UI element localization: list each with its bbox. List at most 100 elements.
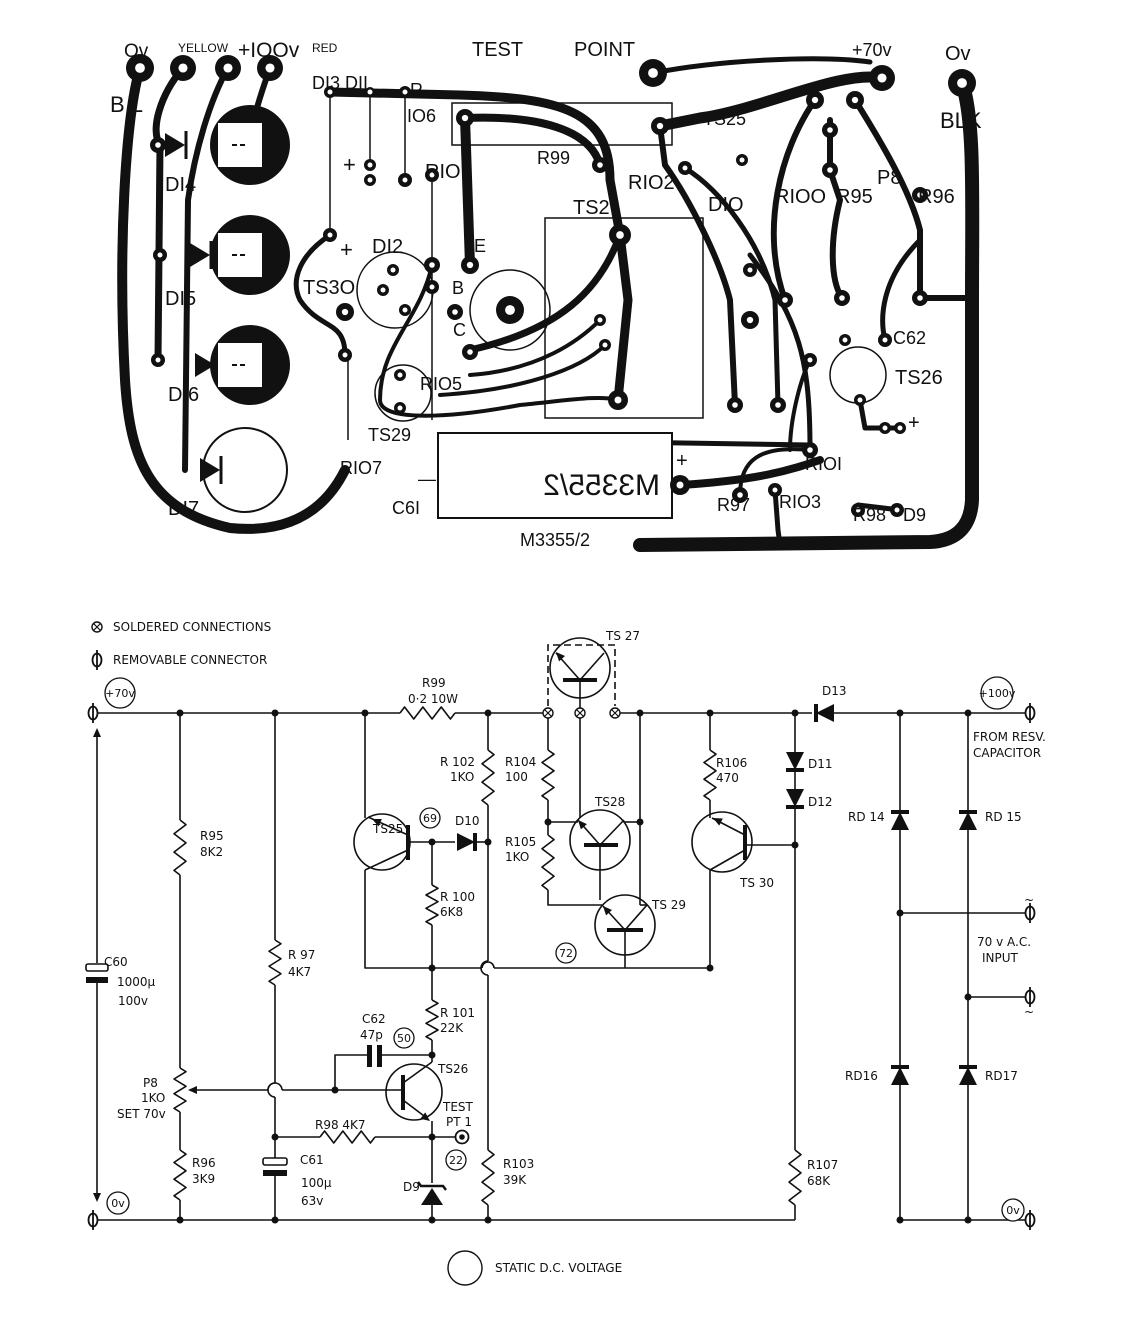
p8-potentiometer [173, 1067, 187, 1113]
schematic-label-r101: R 101 [440, 1006, 475, 1020]
voltage-value-v69: 69 [423, 812, 437, 825]
pad-hole [732, 402, 738, 408]
d15-trace [182, 65, 231, 473]
ts28-emitter-arrow-icon [578, 820, 587, 830]
ts25-collector [364, 849, 409, 871]
c61-body-outline [437, 432, 673, 519]
d12-diode [786, 789, 804, 807]
junction-dot [896, 709, 904, 717]
schematic-label-input: INPUT [982, 951, 1019, 965]
junction-dot [428, 838, 436, 846]
schematic-label-r98: R98 4K7 [315, 1118, 366, 1132]
ts29-collector [624, 904, 648, 931]
schematic-label-r96-val: 3K9 [192, 1172, 215, 1186]
schematic-label-r99: R99 [422, 676, 446, 690]
pad-hole [877, 73, 887, 83]
diode-symbol [165, 133, 185, 157]
pcb-label-d15: DI5 [165, 288, 196, 310]
legend-static-dc-voltage: STATIC D.C. VOLTAGE [495, 1261, 622, 1275]
pcb-label-plus-d: + [908, 412, 920, 434]
junction-dot [791, 841, 799, 849]
pad-hole [807, 447, 813, 453]
plus70v-trace [654, 71, 888, 132]
pad-hole [452, 309, 458, 315]
junction-dot [706, 709, 714, 717]
voltage-value-v22: 22 [449, 1154, 463, 1167]
r106-resistor [703, 749, 717, 801]
pcb-label-r102: RIO2 [628, 172, 675, 194]
pad-hole [597, 317, 603, 323]
schematic-label-r101-val: 22K [440, 1021, 464, 1035]
ts30-transistor [691, 811, 753, 873]
ts27-collector [579, 652, 605, 681]
ts30-trace [293, 232, 348, 358]
schematic-label-r100-val: 6K8 [440, 905, 463, 919]
ts27-offboard-outline [547, 644, 616, 706]
test-point-dot [459, 1134, 465, 1140]
pcb-label-red: RED [312, 41, 338, 55]
b-trace [468, 318, 602, 377]
pad-hole [897, 425, 903, 431]
pad-hole [461, 114, 469, 122]
schematic-label-pt1: PT 1 [446, 1115, 472, 1129]
junction-dot [706, 964, 714, 972]
schematic-label-r96: R96 [192, 1156, 216, 1170]
pcb-label-d14: DI4 [165, 174, 196, 196]
static-voltage-legend-icon [447, 1250, 483, 1286]
diode-symbol [195, 353, 215, 377]
transistor-outline [374, 364, 432, 422]
pcb-label-r99: R99 [537, 148, 570, 168]
pad-hole [429, 172, 435, 178]
r99-resistor [399, 706, 456, 720]
pad-hole [467, 349, 473, 355]
schematic-label-d13: D13 [822, 684, 847, 698]
pad-hole [882, 337, 888, 343]
r101-resistor [425, 999, 439, 1041]
pad-hole [341, 308, 349, 316]
d13-diode [816, 704, 834, 722]
schematic-label-r106-val: 470 [716, 771, 739, 785]
soldered-cross [544, 709, 552, 717]
c62-plate [367, 1045, 372, 1067]
e-trace [460, 113, 475, 270]
wire [547, 890, 602, 906]
schematic-label-ts26: TS26 [437, 1062, 468, 1076]
d11-diode [786, 752, 804, 770]
pcb-label-ts29: TS29 [368, 425, 411, 445]
schematic-label-vac: 70 v A.C. [977, 935, 1031, 949]
r99-trace [461, 113, 604, 169]
schematic-label-c62-val: 47p [360, 1028, 383, 1042]
pcb-label-plus-a: + [343, 152, 356, 177]
d9-zener-bar [417, 1181, 447, 1191]
test-point-trace [650, 56, 873, 76]
ts26-collector [402, 1061, 433, 1084]
junction-dot [271, 709, 279, 717]
junction-dot [176, 709, 184, 717]
schematic-label-d11: D11 [808, 757, 833, 771]
r98-resistor [319, 1130, 376, 1144]
circuit-schematic [85, 621, 1036, 1286]
junction-dot [484, 838, 492, 846]
voltage-circle-ov-right [1001, 1198, 1025, 1222]
schematic-label-r102: R 102 [440, 755, 475, 769]
voltage-circle-v50 [393, 1027, 415, 1049]
junction-dot [271, 1133, 279, 1141]
schematic-label-tilde2: ~ [1024, 1005, 1034, 1019]
schematic-label-r95-val: 8K2 [200, 845, 223, 859]
pad-hole [811, 96, 819, 104]
pcb-label-ts25: TS25 [703, 109, 746, 129]
pcb-label-d10: DIO [708, 194, 744, 216]
ts2-trace [466, 231, 624, 354]
junction-dot [964, 993, 972, 1001]
schematic-label-d12: D12 [808, 795, 833, 809]
pcb-label-blk-right: BLK [940, 108, 982, 133]
pad-hole [775, 402, 781, 408]
junction-dot [791, 709, 799, 717]
ts25-emitter-arrow-icon [372, 819, 382, 827]
junction-dot [896, 1216, 904, 1224]
d9-zener-diode [421, 1188, 443, 1205]
pcb-label-minus: — [418, 469, 436, 489]
pad-hole [857, 397, 863, 403]
pad-hole [367, 162, 373, 168]
